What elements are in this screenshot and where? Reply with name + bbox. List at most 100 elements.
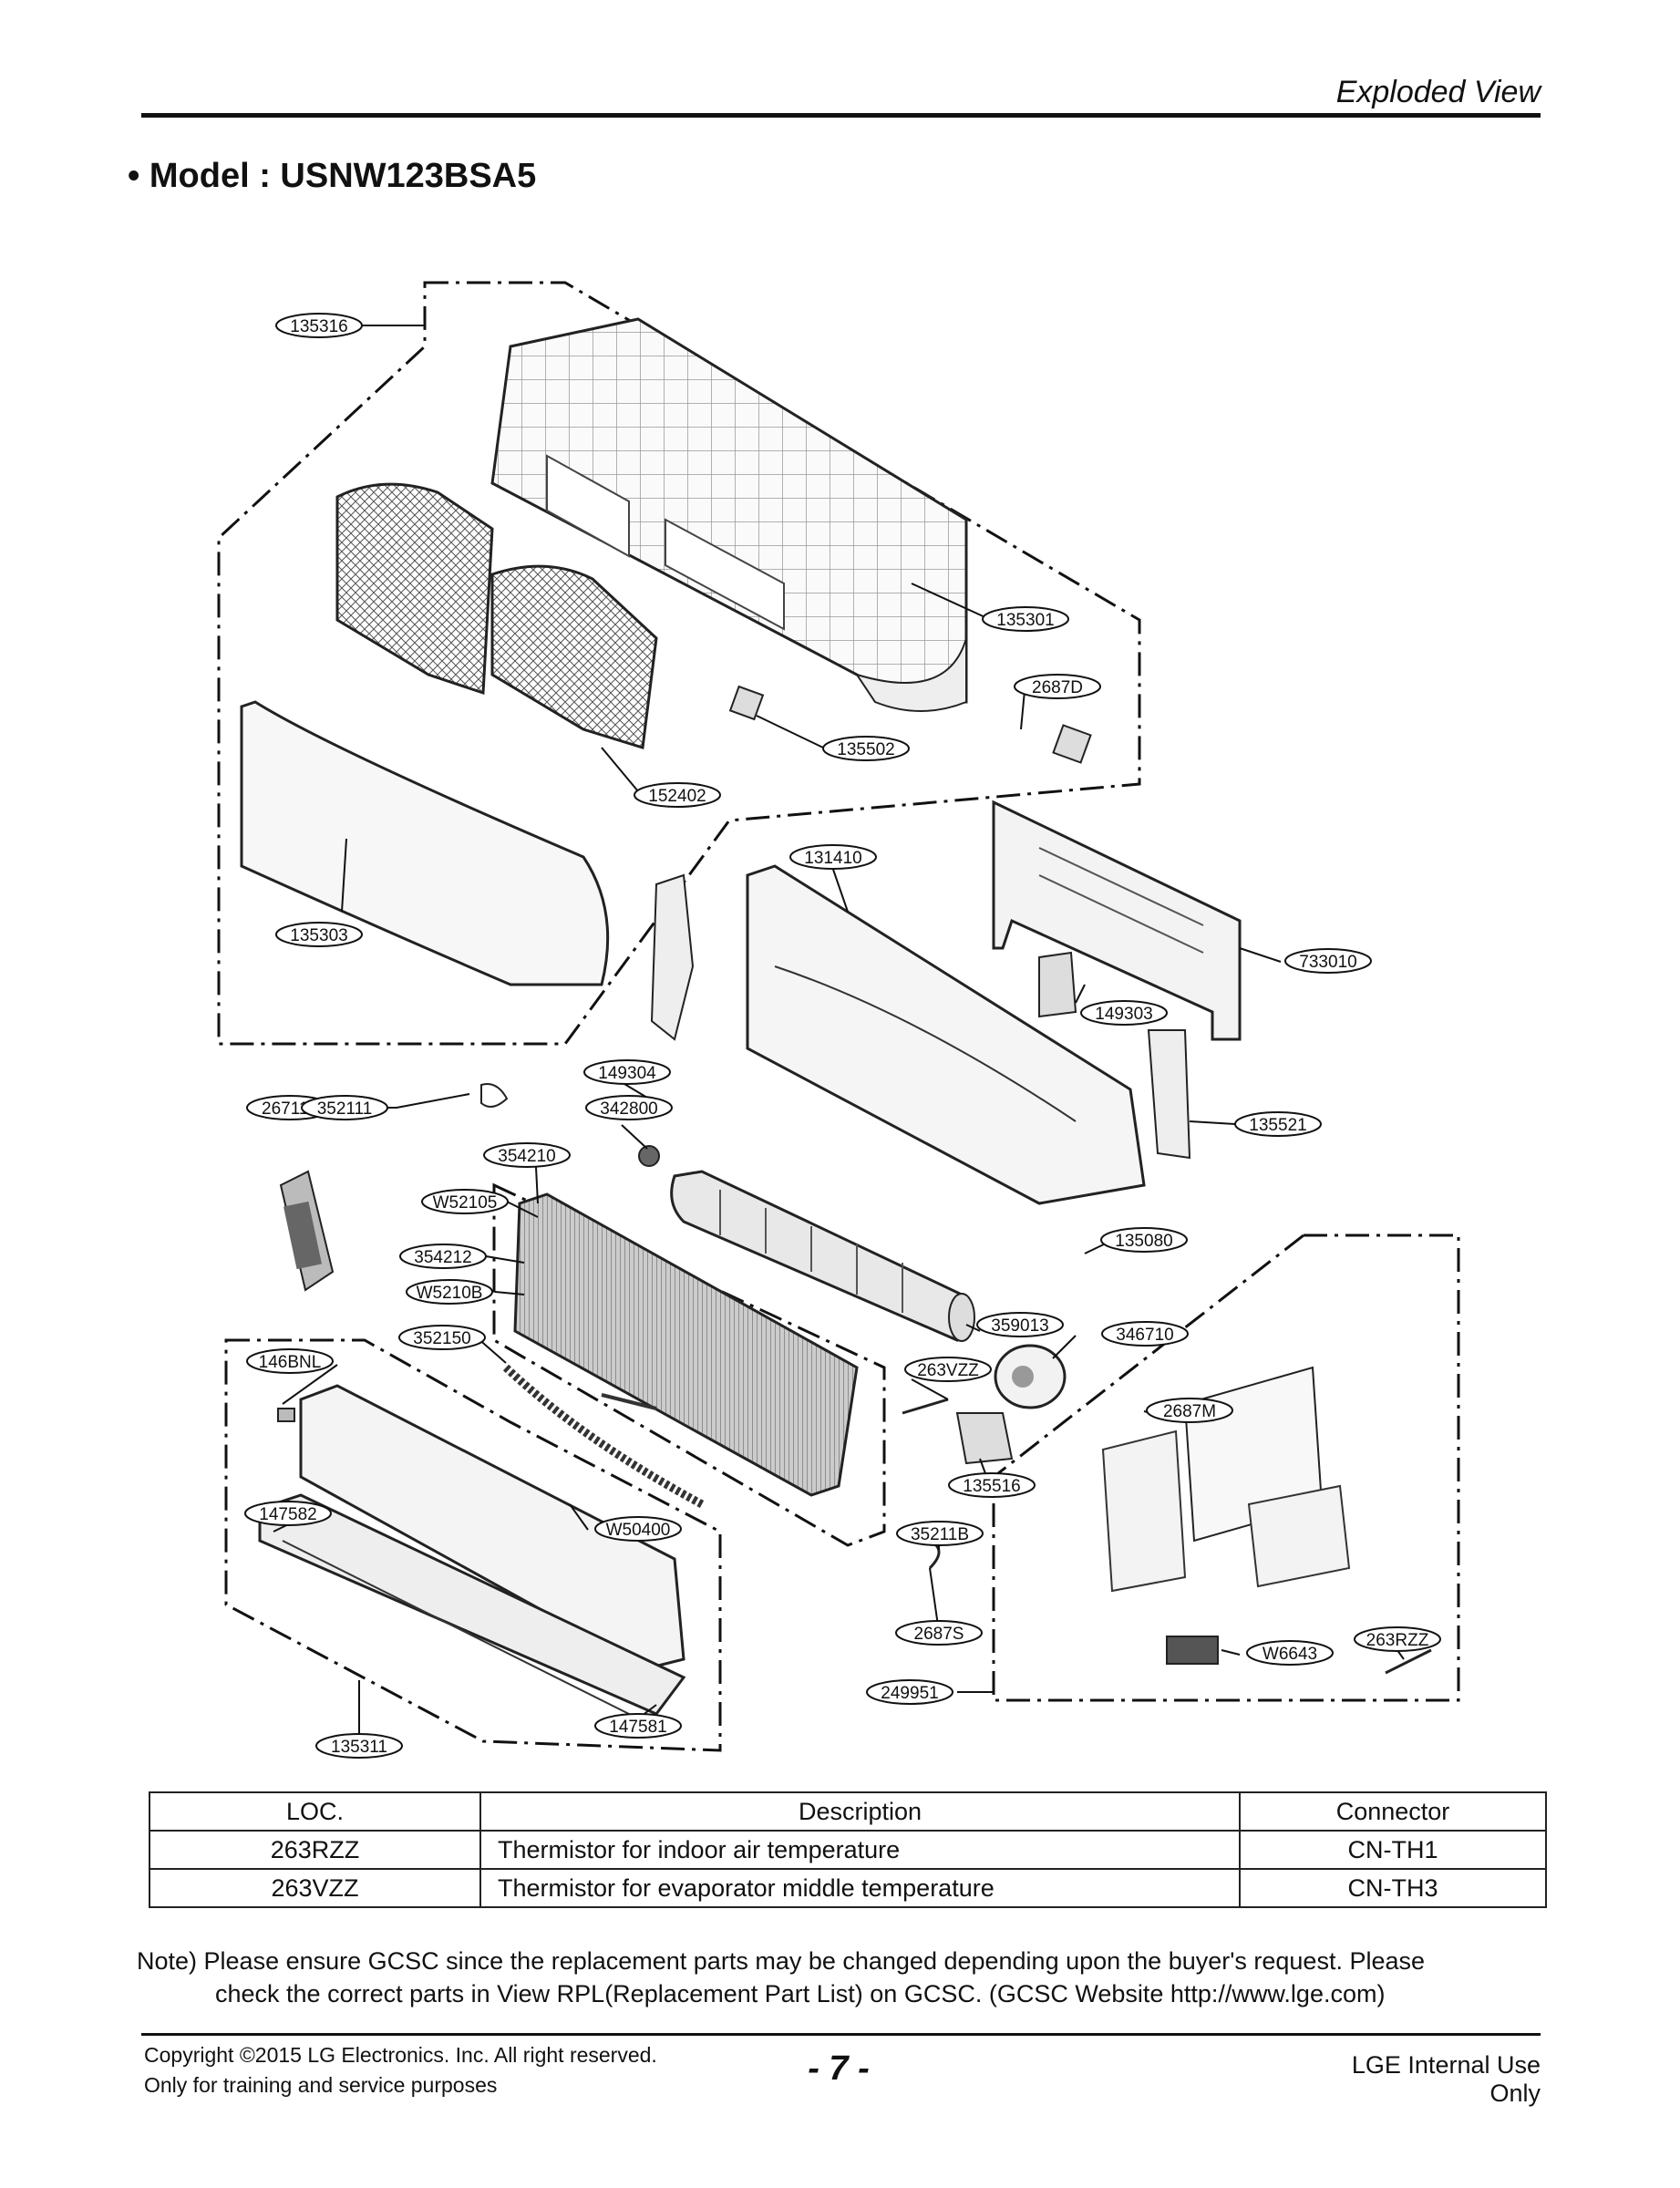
holder-135521 [1147,1029,1191,1160]
callout-label: 2687S [914,1625,964,1644]
callout-oval [1100,1227,1188,1253]
callout-oval [948,1472,1036,1498]
clip-352111 [480,1083,509,1108]
callout-label: 149304 [598,1064,656,1083]
callout-label: 352111 [317,1099,373,1119]
air-filters [335,482,658,749]
callout-135316: 135316 [275,313,363,338]
callout-label: 149303 [1095,1005,1152,1024]
callout-W5210B: W5210B [406,1279,493,1305]
callout-label: 135301 [996,611,1054,630]
callout-733010: 733010 [1284,948,1372,974]
remote-controller [279,1170,335,1292]
cross-flow-fan [670,1170,975,1342]
table-header-row: LOC. Description Connector [149,1791,1547,1832]
fan-motor [994,1344,1067,1409]
table-row: 263RZZ Thermistor for indoor air tempera… [149,1830,1547,1870]
callout-346710: 346710 [1101,1321,1189,1347]
cell-connector: CN-TH1 [1239,1830,1547,1870]
model-title: • Model : USNW123BSA5 [128,157,537,195]
cell-loc: 263RZZ [149,1830,481,1870]
callout-label: 2687M [1163,1402,1216,1421]
callout-147582: 147582 [244,1501,332,1526]
callout-label: 135311 [331,1738,387,1757]
callout-359013: 359013 [976,1312,1064,1337]
callout-2687D: 2687D [1014,674,1101,699]
internal-use-text: LGE Internal Use Only [1351,2051,1541,2107]
column-header-loc: LOC. [149,1791,481,1832]
cover-2687D [1052,724,1092,764]
column-header-description: Description [479,1791,1241,1832]
callout-W6643: W6643 [1246,1640,1334,1666]
column-header-connector: Connector [1239,1791,1547,1832]
callout-label: 359013 [991,1316,1048,1336]
callout-131410: 131410 [789,844,877,870]
callout-oval [1101,1321,1189,1347]
callout-oval [594,1713,682,1739]
callout-352111: 352111 [301,1095,388,1120]
callout-oval [315,1733,403,1759]
footer-left: Copyright ©2015 LG Electronics. Inc. All… [144,2040,657,2100]
callout-oval [244,1501,332,1526]
callout-oval [1234,1111,1322,1137]
table-row: 263VZZ Thermistor for evaporator middle … [149,1868,1547,1908]
callout-label: W5210B [417,1284,483,1303]
bracket-149303 [1038,951,1077,1018]
callout-152402: 152402 [634,782,721,808]
callout-135301: 135301 [982,606,1069,632]
callout-W50400: W50400 [594,1516,682,1542]
discharge-vane-assembly [258,1384,686,1724]
callout-oval [789,844,877,870]
callout-147581: 147581 [594,1713,682,1739]
thermistor-263VZZ [902,1398,949,1415]
callout-label: 263VZZ [917,1361,979,1380]
note-line-1: Note) Please ensure GCSC since the repla… [137,1947,1426,1975]
callout-label: 354212 [414,1248,471,1267]
callout-labels: 1353161353012687D13550215240213141013530… [244,313,1441,1759]
callout-135311: 135311 [315,1733,403,1759]
callout-label: 135303 [290,926,347,945]
callout-oval [585,1095,673,1120]
callout-2687M: 2687M [1146,1398,1233,1423]
callout-oval [421,1189,509,1214]
callout-label: 733010 [1299,953,1356,972]
cell-loc: 263VZZ [149,1868,481,1908]
callout-oval [866,1679,953,1705]
callout-oval [594,1516,682,1542]
holder-149304 [650,873,695,1041]
callout-oval [1014,674,1101,699]
callout-label: 342800 [600,1099,657,1119]
cell-description: Thermistor for indoor air temperature [479,1830,1241,1870]
callout-249951: 249951 [866,1679,953,1705]
callout-label: 135516 [963,1477,1020,1496]
note-text: Note) Please ensure GCSC since the repla… [137,1945,1559,2010]
callout-oval [1354,1626,1441,1652]
callout-label: 352150 [413,1329,470,1348]
callout-352150: 352150 [398,1325,486,1350]
callout-label: 146BNL [259,1353,322,1372]
parts-table: LOC. Description Connector 263RZZ Thermi… [149,1791,1547,1908]
callout-oval [1246,1640,1334,1666]
drain-hose [502,1364,705,1508]
section-title: Exploded View [1335,75,1541,109]
electrical-box [1101,1366,1351,1665]
callout-263RZZ: 263RZZ [1354,1626,1441,1652]
callout-135516: 135516 [948,1472,1036,1498]
callout-oval [406,1279,493,1305]
callout-35211B: 35211B [896,1521,984,1546]
callout-label: W52105 [433,1193,498,1213]
callout-label: 263RZZ [1366,1631,1429,1650]
base-frame [746,864,1146,1205]
callout-oval [1080,1000,1168,1026]
callout-oval [399,1244,487,1269]
callout-label: 152402 [648,787,706,806]
callout-oval [275,313,363,338]
dashed-groupings [217,281,1460,1752]
callout-oval [822,736,910,761]
callout-label: 135521 [1249,1116,1306,1135]
callout-label: 135080 [1115,1232,1172,1251]
page-number: - 7 - [808,2049,870,2088]
bracket-135502 [728,685,765,721]
callout-oval [634,782,721,808]
callout-label: 354210 [498,1147,555,1166]
